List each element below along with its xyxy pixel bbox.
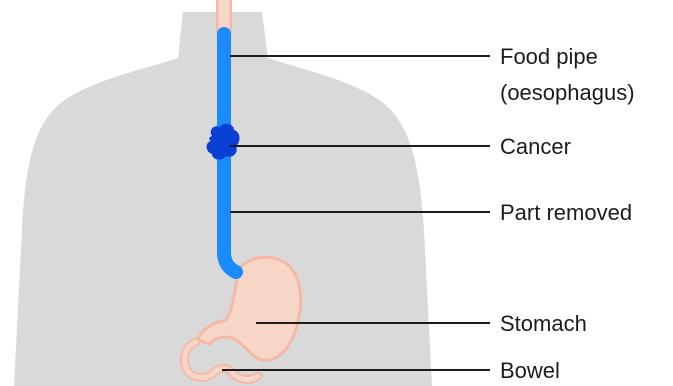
label-stomach: Stomach <box>500 311 587 336</box>
label-part-removed: Part removed <box>500 200 632 225</box>
label-bowel: Bowel <box>500 358 560 383</box>
label-oesophagus: (oesophagus) <box>500 80 635 105</box>
label-food-pipe: Food pipe <box>500 44 598 69</box>
label-cancer: Cancer <box>500 134 571 159</box>
